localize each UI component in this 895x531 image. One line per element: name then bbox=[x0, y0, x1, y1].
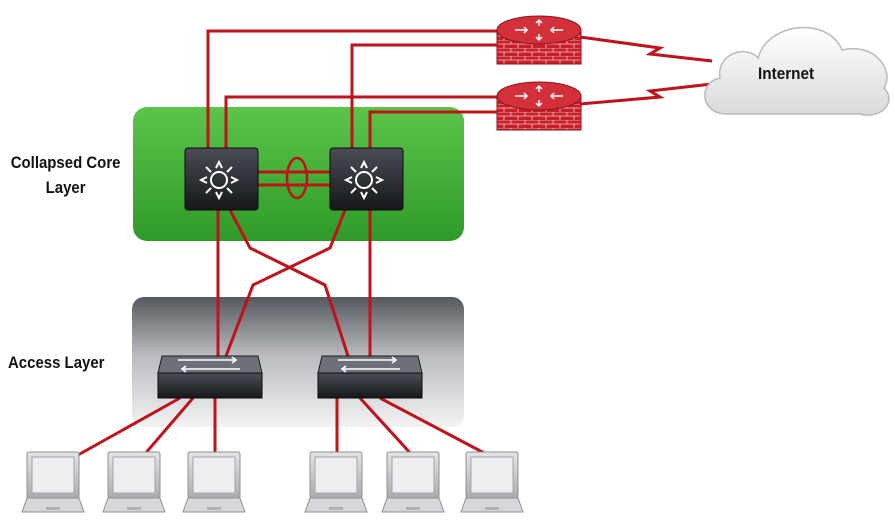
link-access1-laptop1 bbox=[77, 396, 181, 457]
link-access2-laptop5 bbox=[358, 396, 414, 457]
access-layer-label: Access Layer bbox=[8, 353, 105, 372]
router-arrows-icon bbox=[515, 84, 563, 108]
link-core1-router1 bbox=[206, 29, 500, 150]
link-core1-access2 bbox=[228, 209, 350, 357]
laptop-icon bbox=[182, 451, 246, 513]
link-router1-internet bbox=[579, 35, 713, 63]
laptop-icon bbox=[102, 451, 166, 513]
internet-label: Internet bbox=[758, 64, 815, 83]
link-access2-laptop6 bbox=[379, 396, 489, 457]
port-channel-ring bbox=[285, 156, 309, 200]
layer3-switch-icon bbox=[198, 159, 240, 201]
laptop-icon bbox=[381, 451, 445, 513]
link-router2-internet bbox=[579, 82, 713, 106]
core-switch-1 bbox=[184, 147, 259, 211]
layer3-switch-icon bbox=[343, 159, 385, 201]
link-core2-router2 bbox=[368, 110, 500, 150]
core-switch-2 bbox=[329, 147, 404, 211]
core-layer-label: Collapsed Core Layer bbox=[10, 153, 121, 197]
link-core1-router2 bbox=[224, 95, 500, 150]
core-layer-zone bbox=[133, 107, 464, 241]
laptops bbox=[21, 451, 524, 513]
network-links bbox=[77, 29, 713, 457]
link-core2-access1 bbox=[224, 209, 347, 357]
cloud-icon bbox=[704, 26, 890, 116]
access-switch-2 bbox=[317, 355, 423, 399]
laptop-icon bbox=[460, 451, 524, 513]
laptop-icon bbox=[21, 451, 85, 513]
router-firewall-2 bbox=[496, 81, 582, 131]
link-access1-laptop2 bbox=[142, 397, 195, 456]
laptop-icon bbox=[304, 451, 368, 513]
workgroup-switch-icon bbox=[338, 356, 400, 373]
router-firewall-1 bbox=[496, 15, 582, 65]
workgroup-switch-icon bbox=[178, 356, 240, 373]
router-arrows-icon bbox=[515, 18, 563, 42]
access-switch-1 bbox=[157, 355, 263, 399]
link-core2-router1 bbox=[350, 43, 500, 150]
